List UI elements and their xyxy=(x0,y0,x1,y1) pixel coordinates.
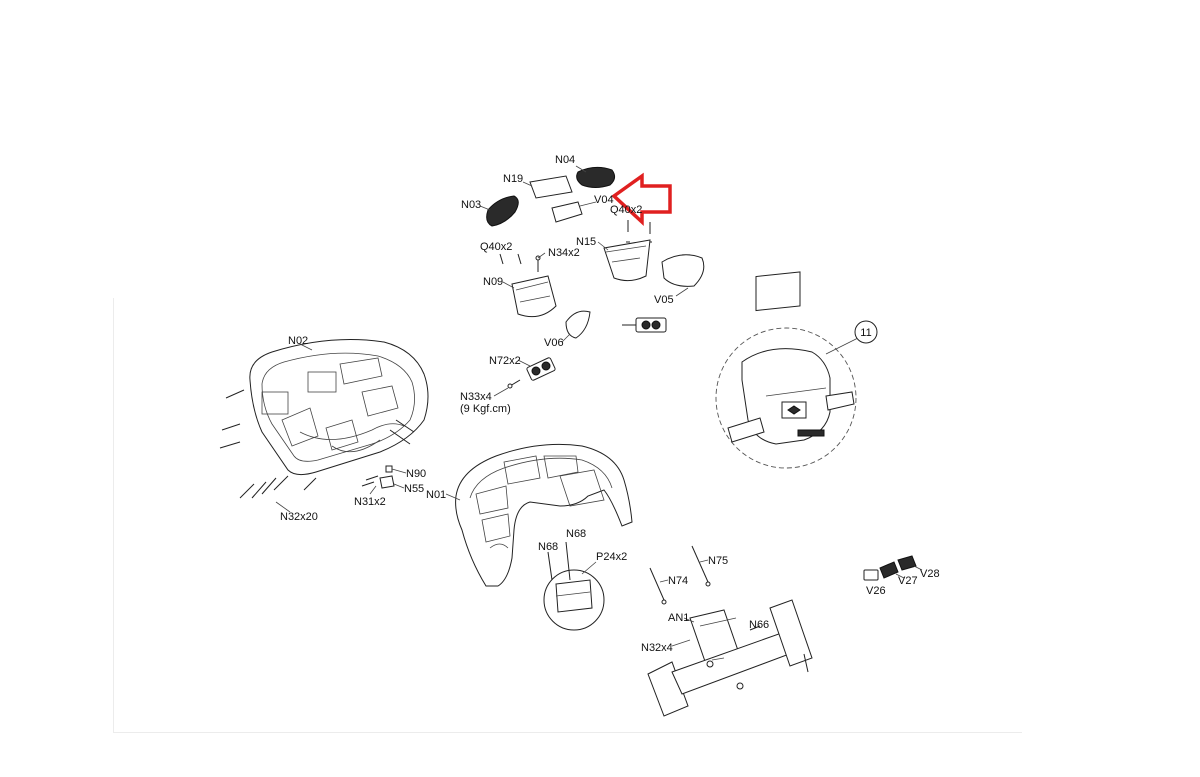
label-q40x2-right: Q40x2 xyxy=(610,204,642,216)
label-n34x2: N34x2 xyxy=(548,247,580,259)
part-n75-cable xyxy=(691,545,711,587)
part-n02-screws xyxy=(219,389,415,449)
label-n33x4: N33x4 xyxy=(460,391,492,403)
label-n32x20: N32x20 xyxy=(280,511,318,523)
label-n09: N09 xyxy=(483,276,503,288)
label-n66: N66 xyxy=(749,619,769,631)
part-v05-panel xyxy=(661,254,705,297)
label-n31x2: N31x2 xyxy=(354,496,386,508)
part-n74-cable xyxy=(649,567,669,605)
label-n33x4-note: (9 Kgf.cm) xyxy=(460,403,511,415)
label-p24x2: P24x2 xyxy=(596,551,627,563)
part-n02-console-housing xyxy=(249,339,429,476)
label-n19: N19 xyxy=(503,173,523,185)
label-v27: V27 xyxy=(898,575,918,587)
part-grip-sensor-right xyxy=(622,317,667,333)
part-n33x4-screw xyxy=(493,379,521,397)
part-v04-panel xyxy=(551,201,597,223)
part-q40x2-screws-right xyxy=(626,220,652,243)
part-v28 xyxy=(897,555,923,571)
label-n15: N15 xyxy=(576,236,596,248)
label-n32x4: N32x4 xyxy=(641,642,673,654)
label-n04: N04 xyxy=(555,154,575,166)
part-n01-front-housing xyxy=(445,443,633,587)
label-n68-a: N68 xyxy=(538,541,558,553)
label-v05: V05 xyxy=(654,294,674,306)
part-n15-cup-holder xyxy=(597,239,651,282)
label-n90: N90 xyxy=(406,468,426,480)
label-n68-b: N68 xyxy=(566,528,586,540)
diagram-frame xyxy=(113,298,1022,733)
label-v28: V28 xyxy=(920,568,940,580)
label-v26: V26 xyxy=(866,585,886,597)
part-v27 xyxy=(879,561,905,579)
callout-11-number: 11 xyxy=(860,327,871,339)
part-n04-cover xyxy=(575,165,616,188)
part-n55-clip xyxy=(379,475,405,489)
part-n90-bracket xyxy=(385,465,407,474)
part-n34x2-screws xyxy=(535,252,546,272)
label-n74: N74 xyxy=(668,575,688,587)
part-q40x2-screws-left xyxy=(499,253,522,265)
label-n01: N01 xyxy=(426,489,446,501)
label-n72x2: N72x2 xyxy=(489,355,521,367)
label-v04: V04 xyxy=(594,194,614,206)
part-n19-window xyxy=(522,175,573,199)
highlight-arrow xyxy=(611,172,672,227)
label-n75: N75 xyxy=(708,555,728,567)
part-n09-cup-holder xyxy=(502,275,557,318)
label-q40x2-left: Q40x2 xyxy=(480,241,512,253)
callout-11: 11 xyxy=(825,320,878,355)
part-n31x2-screws xyxy=(361,475,379,495)
part-v26 xyxy=(863,569,879,581)
part-v06-panel xyxy=(561,310,591,343)
detail-view-console xyxy=(715,271,857,469)
label-n03: N03 xyxy=(461,199,481,211)
part-an1-frame xyxy=(647,599,813,717)
label-v06: V06 xyxy=(544,337,564,349)
part-n03-cover xyxy=(479,195,519,227)
part-n32x20-screws xyxy=(239,475,317,513)
label-n02: N02 xyxy=(288,335,308,347)
label-an1: AN1 xyxy=(668,612,689,624)
label-n55: N55 xyxy=(404,483,424,495)
part-n72x2-sensor xyxy=(517,357,556,381)
detail-view-bracket xyxy=(543,541,605,631)
